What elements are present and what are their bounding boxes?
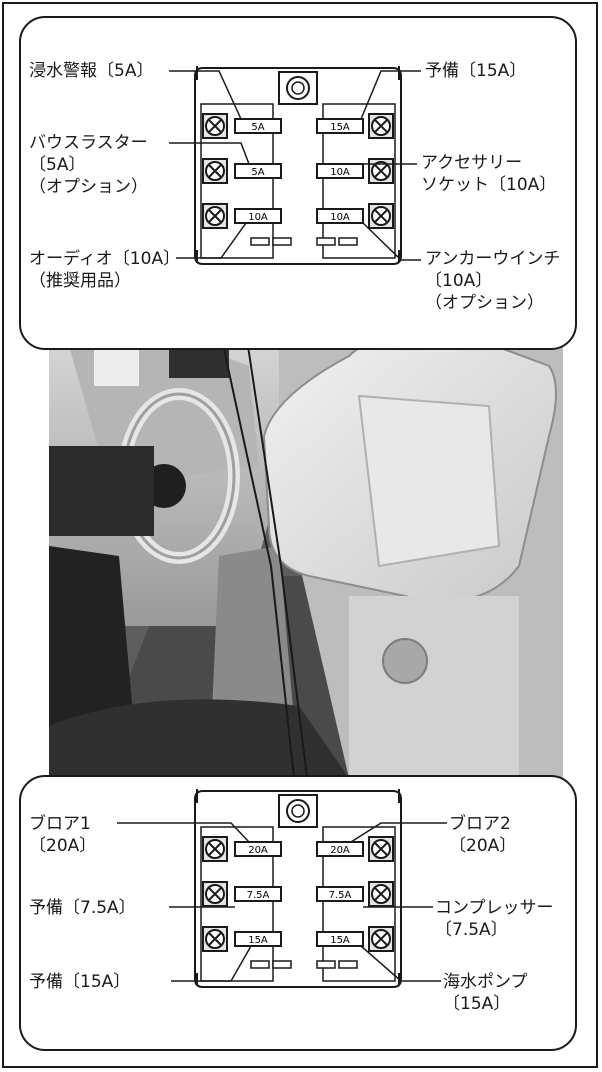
label-seawater-pump: 海水ポンプ 〔15A〕: [443, 972, 528, 1014]
label-spare-7-5a: 予備〔7.5A〕: [29, 898, 136, 918]
top-fuse-callout: 5A 5A 10A 15A 10A 10A 浸水警報〔5A〕 バウスラスター 〔…: [19, 16, 577, 350]
bottom-fuse-box: 20A 7.5A 15A 20A 7.5A 15A: [117, 789, 447, 988]
fuse-top-left-1: 5A: [251, 122, 264, 133]
label-accessory-socket: アクセサリー ソケット〔10A〕: [421, 153, 557, 195]
fuse-top-right-2: 10A: [330, 167, 350, 178]
fuse-top-right-3: 10A: [330, 212, 350, 223]
label-audio: オーディオ〔10A〕 （推奨用品）: [29, 249, 181, 291]
fuse-top-right-1: 15A: [330, 122, 350, 133]
fuse-bottom-right-3: 15A: [330, 935, 350, 946]
label-blower-1: ブロア1 〔20A〕: [29, 814, 97, 856]
label-blower-2: ブロア2 〔20A〕: [449, 814, 517, 856]
label-compressor: コンプレッサー 〔7.5A〕: [435, 898, 554, 940]
fuse-bottom-left-3: 15A: [248, 935, 268, 946]
bottom-fuse-callout: 20A 7.5A 15A 20A 7.5A 15A ブロア1 〔20A〕 予備〔…: [19, 775, 577, 1051]
label-bow-thruster: バウスラスター 〔5A〕 （オプション）: [29, 133, 148, 197]
label-anchor-winch: アンカーウインチ 〔10A〕 （オプション）: [425, 249, 561, 313]
label-spare-15a-bottom: 予備〔15A〕: [29, 972, 131, 992]
fuse-bottom-left-2: 7.5A: [247, 890, 270, 901]
fuse-top-left-3: 10A: [248, 212, 268, 223]
top-fuse-box: 5A 5A 10A 15A 10A 10A: [169, 66, 421, 265]
fuse-bottom-right-2: 7.5A: [329, 890, 352, 901]
boat-cockpit-illustration: [49, 326, 563, 778]
fuse-bottom-right-1: 20A: [330, 845, 350, 856]
fuse-bottom-left-1: 20A: [248, 845, 268, 856]
label-flood-alarm: 浸水警報〔5A〕: [29, 61, 154, 81]
label-spare-15a-top: 予備〔15A〕: [425, 61, 527, 81]
fuse-top-left-2: 5A: [251, 167, 264, 178]
